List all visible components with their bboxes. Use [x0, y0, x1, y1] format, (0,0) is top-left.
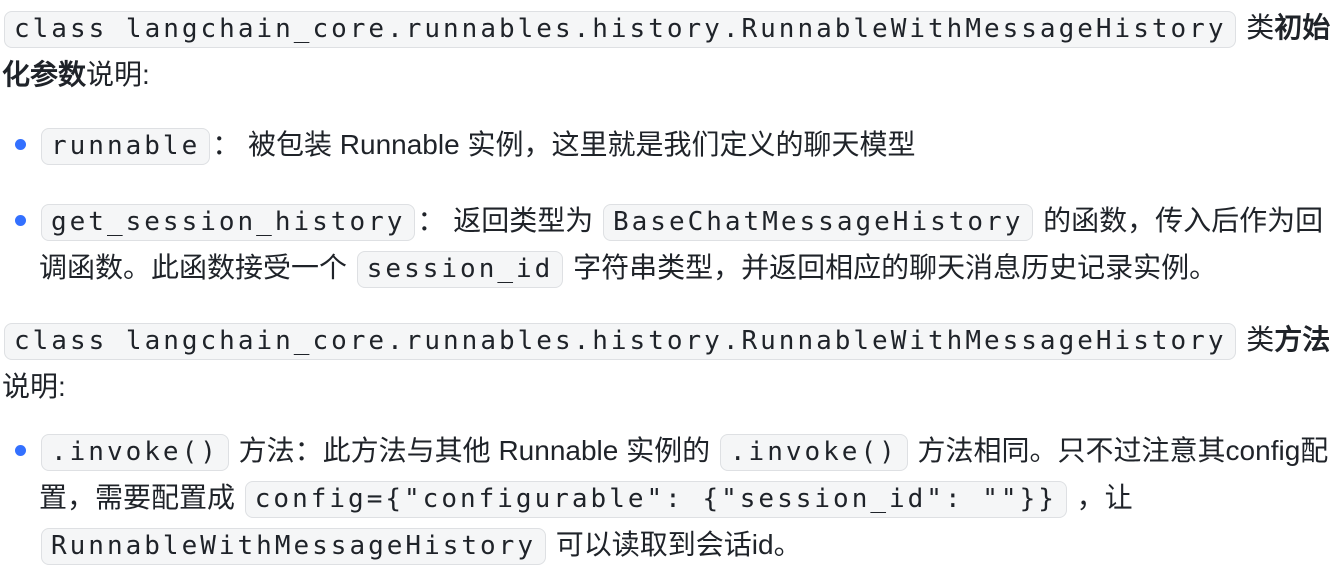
text-run: 类 — [1238, 12, 1275, 43]
inline-code-chip: runnable — [41, 128, 211, 165]
bullet-get-session-history-text: get_session_history： 返回类型为 BaseChatMessa… — [39, 204, 1324, 288]
text-run: ： 被包装 Runnable 实例，这里就是我们定义的聊天模型 — [212, 129, 916, 160]
inline-code-chip: RunnableWithMessageHistory — [41, 528, 546, 565]
text-run: ，让 — [1068, 482, 1133, 513]
bullet-icon — [15, 215, 26, 226]
paragraph-class-methods: class langchain_core.runnables.history.R… — [2, 317, 1338, 409]
bullet-runnable: runnable： 被包装 Runnable 实例，这里就是我们定义的聊天模型 — [2, 122, 1338, 169]
bullet-icon — [15, 139, 26, 150]
inline-code-chip: .invoke() — [719, 434, 908, 471]
text-run: 字符串类型，并返回相应的聊天消息历史记录实例。 — [565, 252, 1218, 283]
inline-code-chip: .invoke() — [41, 434, 229, 471]
paragraph-class-init-params: class langchain_core.runnables.history.R… — [2, 5, 1338, 97]
bullet-get-session-history: get_session_history： 返回类型为 BaseChatMessa… — [2, 198, 1338, 292]
bullet-invoke-text: .invoke() 方法：此方法与其他 Runnable 实例的 .invoke… — [39, 434, 1329, 565]
inline-code-chip: BaseChatMessageHistory — [602, 204, 1034, 241]
bullet-invoke: .invoke() 方法：此方法与其他 Runnable 实例的 .invoke… — [2, 428, 1338, 569]
inline-code-chip: class langchain_core.runnables.history.R… — [4, 323, 1237, 360]
methods-bullet-list: .invoke() 方法：此方法与其他 Runnable 实例的 .invoke… — [2, 428, 1338, 569]
text-run: 说明: — [2, 371, 66, 402]
inline-code-chip: class langchain_core.runnables.history.R… — [4, 11, 1237, 48]
inline-code-chip: session_id — [356, 251, 564, 288]
text-run: 说明: — [86, 59, 150, 90]
text-run: 方法：此方法与其他 Runnable 实例的 — [230, 435, 718, 466]
text-run: ： 返回类型为 — [417, 205, 601, 236]
bullet-runnable-text: runnable： 被包装 Runnable 实例，这里就是我们定义的聊天模型 — [39, 128, 916, 165]
text-run: 的函数，传入后作为回调函数。此函数接受一个 — [39, 205, 1324, 283]
init-params-bullet-list: runnable： 被包装 Runnable 实例，这里就是我们定义的聊天模型 … — [2, 122, 1338, 292]
bullet-icon — [15, 445, 26, 456]
text-run: 可以读取到会话id。 — [548, 529, 802, 560]
inline-code-chip: config={"configurable": {"session_id": "… — [244, 481, 1067, 518]
inline-code-chip: get_session_history — [41, 204, 416, 241]
text-run: 类 — [1238, 324, 1275, 355]
bold-text: 方法 — [1274, 324, 1331, 355]
bold-text: 初始化参数 — [2, 12, 1331, 90]
text-run: 方法相同。只不过注意其config配置，需要配置成 — [39, 435, 1329, 513]
